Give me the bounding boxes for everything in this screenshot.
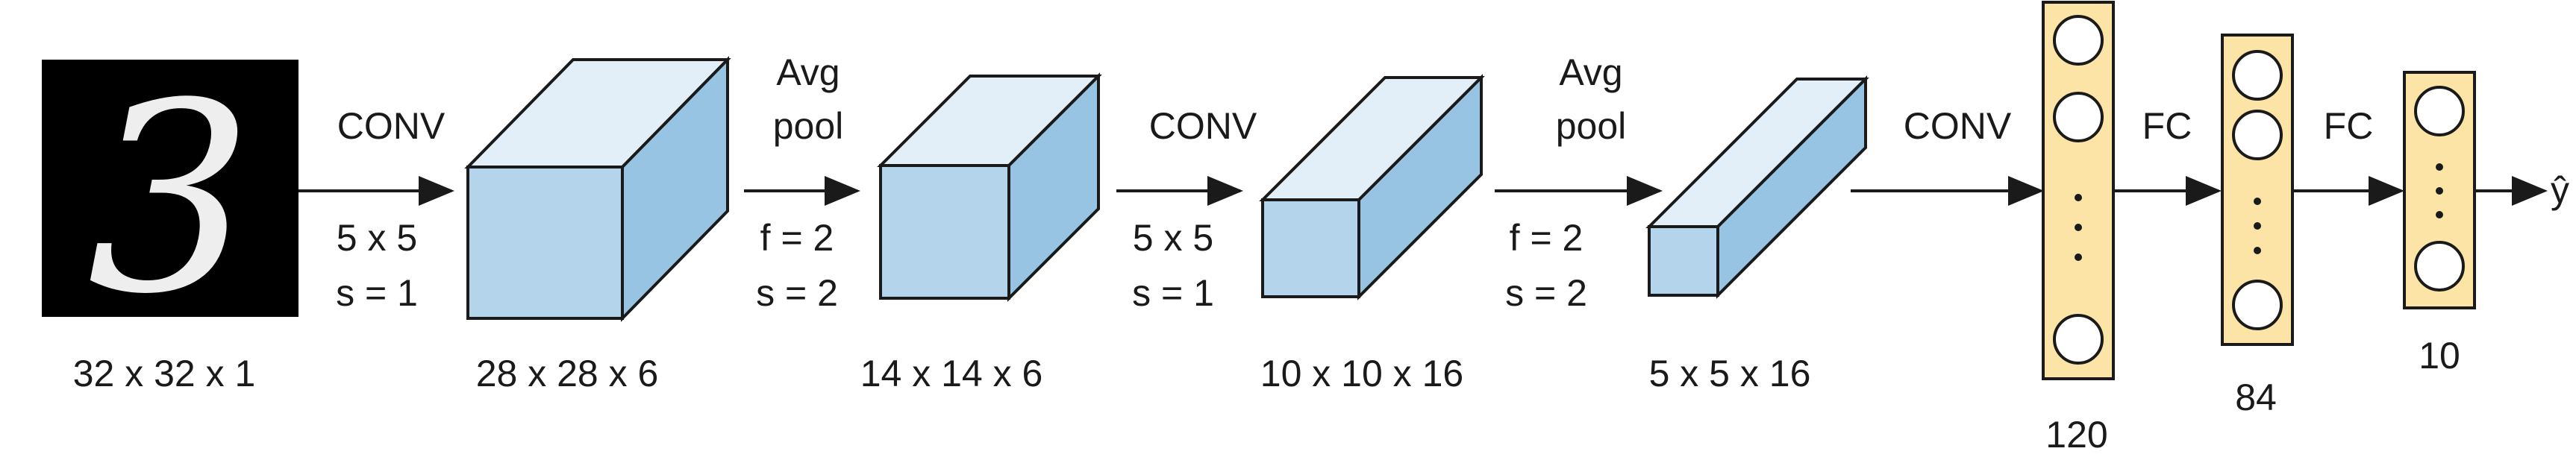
fc-layer-120: [2042, 1, 2115, 380]
volume-28x28x6-front: [466, 166, 624, 320]
fc-layer-84-label: 84: [2235, 377, 2277, 418]
fc-layer-84-ellipsis-dot: [2254, 247, 2261, 254]
op-avgpool-1-title-line2: pool: [773, 105, 844, 147]
op-conv-2-title: CONV: [1149, 105, 1257, 147]
volume-5x5x16-label: 5 x 5 x 16: [1649, 353, 1811, 394]
fc-layer-120-neuron: [2053, 92, 2104, 142]
volume-28x28x6-label: 28 x 28 x 6: [476, 353, 659, 394]
fc-layer-84-neuron: [2232, 50, 2283, 101]
op-avgpool-2-title-line1: Avg: [1559, 51, 1622, 93]
output-symbol: ŷ: [2551, 169, 2569, 211]
op-conv-3: CONV: [1851, 105, 2044, 206]
op-avgpool-2: Avg pool f = 2 s = 2: [1495, 51, 1663, 314]
op-fc-2-title: FC: [2324, 105, 2374, 147]
op-conv-1-kernel: 5 x 5: [337, 217, 417, 259]
fc-layer-120-ellipsis-dot: [2075, 194, 2082, 201]
op-conv-1: CONV 5 x 5 s = 1: [298, 105, 454, 314]
op-avgpool-1-stride: s = 2: [756, 272, 838, 314]
fc-layer-84-ellipsis-dot: [2254, 222, 2261, 230]
input-dims-label: 32 x 32 x 1: [73, 353, 256, 394]
volume-14x14x6-label: 14 x 14 x 6: [860, 353, 1043, 394]
fc-layer-84-ellipsis-dot: [2254, 198, 2261, 205]
fc-layer-10: [2403, 71, 2476, 309]
op-avgpool-2-filter: f = 2: [1510, 217, 1584, 259]
volume-14x14x6: [877, 72, 1102, 302]
volume-14x14x6-front: [879, 164, 1010, 300]
op-avgpool-1: Avg pool f = 2 s = 2: [744, 51, 860, 314]
op-avgpool-1-title-line1: Avg: [776, 51, 840, 93]
input-image: 3: [42, 47, 298, 351]
fc-layer-10-label: 10: [2419, 335, 2460, 377]
op-conv-2-stride: s = 1: [1132, 272, 1214, 314]
volume-10x10x16-front: [1261, 198, 1360, 298]
input-digit-glyph: 3: [87, 47, 254, 351]
input-image-background: [42, 60, 298, 317]
volume-28x28x6: [464, 56, 731, 322]
volume-5x5x16: [1645, 75, 1869, 299]
fc-layer-84-neuron: [2232, 110, 2283, 160]
op-conv-1-stride: s = 1: [336, 272, 418, 314]
fc-layer-120-neuron: [2053, 15, 2104, 66]
fc-layer-120-neuron: [2053, 314, 2104, 365]
fc-layer-10-ellipsis-dot: [2436, 163, 2443, 171]
op-avgpool-2-stride: s = 2: [1505, 272, 1587, 314]
op-fc-1: FC: [2113, 105, 2222, 206]
fc-layer-120-label: 120: [2045, 414, 2107, 456]
op-avgpool-1-filter: f = 2: [760, 217, 834, 259]
op-conv-2: CONV 5 x 5 s = 1: [1116, 105, 1257, 314]
fc-layer-10-neuron: [2414, 86, 2465, 136]
fc-layer-10-neuron: [2414, 241, 2465, 292]
fc-layer-10-ellipsis-dot: [2436, 211, 2443, 218]
op-fc-1-title: FC: [2142, 105, 2192, 147]
op-conv-1-title: CONV: [337, 105, 446, 147]
fc-layer-84-neuron: [2232, 280, 2283, 330]
volume-10x10x16: [1259, 74, 1485, 300]
op-conv-2-kernel: 5 x 5: [1133, 217, 1213, 259]
fc-layer-10-ellipsis-dot: [2436, 187, 2443, 195]
volume-5x5x16-front: [1648, 225, 1719, 297]
volume-10x10x16-label: 10 x 10 x 16: [1260, 353, 1463, 394]
op-avgpool-2-title-line2: pool: [1556, 105, 1627, 147]
fc-layer-84: [2221, 34, 2294, 346]
fc-layer-120-ellipsis-dot: [2075, 253, 2082, 261]
op-fc-2: FC: [2292, 105, 2404, 206]
op-conv-3-title: CONV: [1904, 105, 2012, 147]
fc-layer-120-ellipsis-dot: [2075, 224, 2082, 231]
